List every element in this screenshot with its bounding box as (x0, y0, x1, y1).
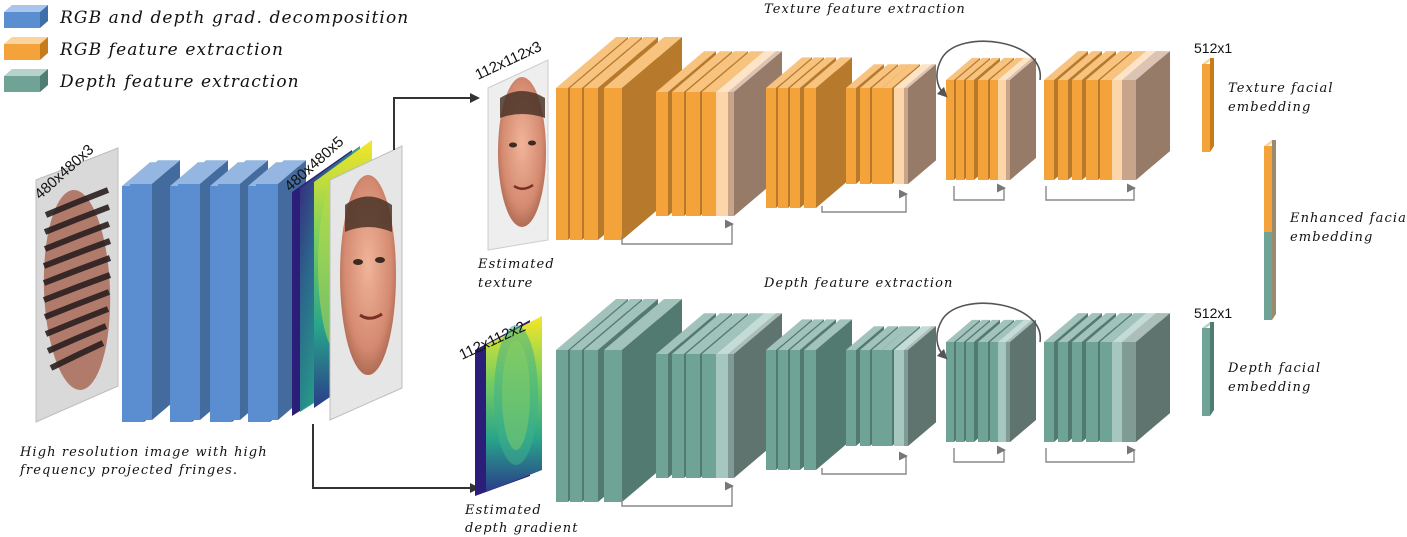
texture-caption-line1: Estimated (477, 257, 555, 272)
conv-layer (1122, 313, 1170, 442)
legend-label-rgb: RGB feature extraction (59, 40, 284, 60)
depth-caption-line2: depth gradient (465, 521, 579, 536)
texture-embedding-dims: 512x1 (1194, 40, 1232, 56)
decomposition-output: 480x480x5 (281, 133, 403, 421)
skip-connection (821, 451, 908, 475)
skip-connection (1045, 445, 1136, 463)
conv-layer (904, 326, 936, 446)
conv-layer (1006, 57, 1036, 180)
texture-embedding-label-line2: embedding (1228, 100, 1311, 115)
decomposition-stack (122, 160, 306, 422)
texture-branch (556, 37, 1170, 245)
conv-layer (804, 57, 852, 209)
estimated-depth-image: 112x112x2 (457, 316, 542, 496)
skip-connection (621, 219, 734, 245)
input-caption-line1: High resolution image with high (19, 445, 268, 460)
loop-arrow (936, 40, 1041, 98)
depth-embedding-label-line1: Depth facial (1227, 361, 1321, 376)
texture-embedding-label-line1: Texture facial (1228, 81, 1334, 96)
texture-caption-line2: texture (478, 276, 533, 291)
arrow-to-depth (312, 424, 480, 493)
skip-connection (621, 481, 734, 507)
legend-swatch-orange (4, 37, 48, 60)
skip-connection (953, 183, 1006, 201)
conv-layer (1006, 319, 1036, 442)
skip-connection (1045, 183, 1136, 201)
depth-branch-title: Depth feature extraction (763, 276, 954, 291)
legend-swatch-teal (4, 69, 48, 92)
skip-connection (821, 189, 908, 213)
input-image: 480x480x3 (31, 141, 119, 423)
skip-connection (953, 445, 1006, 463)
conv-layer (904, 64, 936, 184)
enhanced-embedding-bar (1264, 140, 1276, 320)
arrow-to-texture (393, 93, 480, 150)
enhanced-embedding-label-line2: embedding (1290, 230, 1373, 245)
depth-embedding-label-line2: embedding (1228, 380, 1311, 395)
legend-label-depth: Depth feature extraction (59, 72, 300, 92)
input-caption-line2: frequency projected fringes. (19, 463, 238, 478)
texture-branch-title: Texture feature extraction (764, 2, 966, 17)
conv-layer (1122, 51, 1170, 180)
split-arrows (312, 93, 480, 493)
depth-embedding-bar (1202, 322, 1214, 416)
legend-swatch-blue (4, 5, 48, 28)
conv-layer (804, 319, 852, 470)
enhanced-embedding-label-line1: Enhanced facial (1289, 211, 1407, 226)
depth-branch (556, 299, 1170, 507)
loop-arrow (936, 302, 1041, 360)
estimated-texture-image: 112x112x3 (473, 38, 549, 251)
depth-caption-line1: Estimated (464, 503, 542, 518)
texture-embedding-bar (1202, 58, 1214, 152)
depth-embedding-dims: 512x1 (1194, 305, 1232, 321)
legend-label-decomposition: RGB and depth grad. decomposition (59, 8, 409, 28)
legend: RGB and depth grad. decomposition RGB fe… (4, 5, 409, 92)
